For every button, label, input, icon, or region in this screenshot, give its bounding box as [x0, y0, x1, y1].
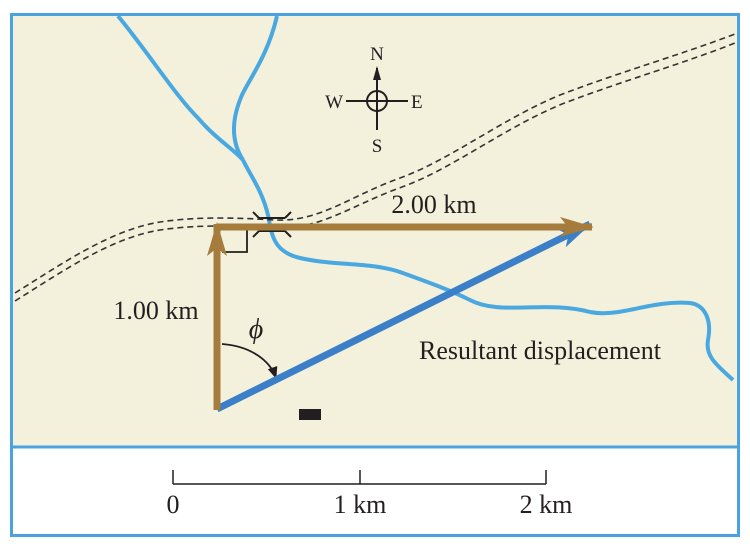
- angle-arc: [221, 343, 278, 379]
- compass-label-west: W: [325, 92, 343, 113]
- car-icon: [299, 409, 321, 420]
- scale-tick-0: 0: [167, 490, 180, 519]
- north-leg-label: 1.00 km: [113, 296, 198, 325]
- scale-bar: [172, 470, 547, 485]
- bridge-icon: [252, 211, 292, 238]
- map-area: [13, 16, 737, 446]
- road: [14, 33, 736, 302]
- compass-rose-icon: [346, 66, 408, 130]
- scale-tick-2km: 2 km: [520, 490, 573, 519]
- resultant-vector: [215, 220, 592, 413]
- right-angle-icon: [222, 227, 248, 253]
- river-upper-right: [231, 15, 279, 162]
- river-main: [241, 159, 735, 382]
- compass-label-east: E: [411, 92, 423, 113]
- river-upper-left: [116, 14, 245, 162]
- resultant-label: Resultant displacement: [419, 336, 662, 365]
- compass-label-north: N: [370, 44, 384, 65]
- angle-phi-label: ϕ: [249, 314, 264, 345]
- compass-label-south: S: [372, 136, 383, 157]
- east-leg-label: 2.00 km: [391, 190, 476, 219]
- scale-tick-1km: 1 km: [334, 490, 387, 519]
